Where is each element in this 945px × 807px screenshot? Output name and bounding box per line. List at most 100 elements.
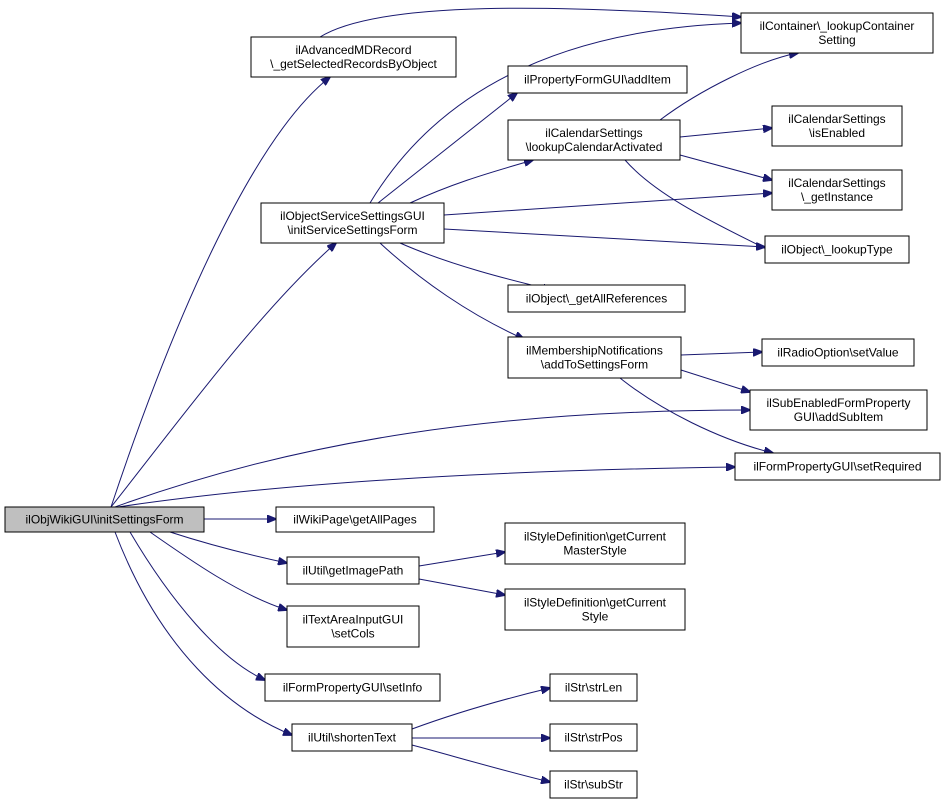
node-label: GUI\addSubItem xyxy=(794,410,883,424)
call-edge xyxy=(418,578,505,595)
node-wikipages[interactable]: ilWikiPage\getAllPages xyxy=(275,506,435,533)
call-edge xyxy=(679,154,772,180)
node-box xyxy=(291,723,413,752)
node-box xyxy=(260,202,445,244)
edge-arrow-icon xyxy=(680,352,762,355)
edge-arrow-icon xyxy=(619,377,773,453)
node-advmd[interactable]: ilAdvancedMDRecord\_getSelectedRecordsBy… xyxy=(250,36,457,78)
call-edge xyxy=(624,159,778,255)
node-box xyxy=(286,605,420,648)
node-label: ilRadioOption\setValue xyxy=(777,346,899,360)
node-label: ilStr\strPos xyxy=(564,731,622,745)
node-label: ilObjectServiceSettingsGUI xyxy=(280,209,425,223)
node-label: ilObjWikiGUI\initSettingsForm xyxy=(25,513,183,527)
call-edge xyxy=(110,77,330,508)
call-edge xyxy=(409,160,533,204)
call-edge xyxy=(114,410,750,508)
node-memb[interactable]: ilMembershipNotifications\addToSettingsF… xyxy=(507,336,682,379)
call-edge xyxy=(149,531,287,610)
node-imgpath[interactable]: ilUtil\getImagePath xyxy=(286,556,420,585)
node-setinfo[interactable]: ilFormPropertyGUI\setInfo xyxy=(264,673,441,702)
node-label: \initServiceSettingsForm xyxy=(287,223,417,237)
node-box xyxy=(771,105,903,147)
call-edge xyxy=(411,744,550,782)
node-label: ilCalendarSettings xyxy=(788,176,885,190)
node-box xyxy=(549,723,638,752)
node-label: ilSubEnabledFormProperty xyxy=(766,396,910,410)
node-box xyxy=(507,119,681,161)
node-calenabled[interactable]: ilCalendarSettings\isEnabled xyxy=(771,105,903,147)
call-edge xyxy=(369,23,741,204)
node-label: ilStr\subStr xyxy=(564,778,623,792)
node-label: \lookupCalendarActivated xyxy=(526,140,663,154)
edge-arrow-icon xyxy=(443,228,765,247)
call-edge xyxy=(411,688,550,730)
node-box xyxy=(749,389,928,431)
node-substr[interactable]: ilStr\subStr xyxy=(549,770,638,799)
node-box xyxy=(275,506,435,533)
edge-arrow-icon xyxy=(114,531,292,735)
node-box xyxy=(764,235,910,264)
call-edge xyxy=(443,193,772,216)
call-edge xyxy=(110,243,336,508)
node-lookuptype[interactable]: ilObject\_lookupType xyxy=(764,235,910,264)
edge-arrow-icon xyxy=(411,744,550,782)
node-calact[interactable]: ilCalendarSettings\lookupCalendarActivat… xyxy=(507,119,681,161)
node-box xyxy=(734,452,941,481)
edge-arrow-icon xyxy=(377,93,517,204)
edge-arrow-icon xyxy=(680,369,750,392)
node-setreq[interactable]: ilFormPropertyGUI\setRequired xyxy=(734,452,941,481)
node-objsvc[interactable]: ilObjectServiceSettingsGUI\initServiceSe… xyxy=(260,202,445,244)
node-label: Style xyxy=(582,610,609,624)
edge-arrow-icon xyxy=(624,159,778,255)
node-label: ilContainer\_lookupContainer xyxy=(760,19,915,33)
call-edge xyxy=(399,242,552,290)
call-edge xyxy=(377,93,517,204)
node-label: ilStyleDefinition\getCurrent xyxy=(524,596,667,610)
node-box xyxy=(4,506,205,533)
node-box xyxy=(264,673,441,702)
node-label: ilUtil\shortenText xyxy=(308,731,397,745)
node-label: ilStr\strLen xyxy=(565,681,622,695)
node-box xyxy=(507,65,688,94)
node-label: ilStyleDefinition\getCurrent xyxy=(524,530,667,544)
node-root[interactable]: ilObjWikiGUI\initSettingsForm xyxy=(4,506,205,533)
node-box xyxy=(286,556,420,585)
node-box xyxy=(771,169,903,211)
edge-arrow-icon xyxy=(418,552,505,567)
node-radio[interactable]: ilRadioOption\setValue xyxy=(761,338,915,367)
edge-arrow-icon xyxy=(679,154,772,180)
node-shorten[interactable]: ilUtil\shortenText xyxy=(291,723,413,752)
node-strpos[interactable]: ilStr\strPos xyxy=(549,723,638,752)
node-label: ilPropertyFormGUI\addItem xyxy=(524,73,671,87)
node-allrefs[interactable]: ilObject\_getAllReferences xyxy=(507,284,686,313)
edge-arrow-icon xyxy=(117,467,735,508)
node-label: ilCalendarSettings xyxy=(545,126,642,140)
call-edge xyxy=(659,53,798,121)
edges xyxy=(110,7,798,782)
node-label: \_getInstance xyxy=(801,190,873,204)
node-label: \isEnabled xyxy=(809,126,865,140)
node-textarea[interactable]: ilTextAreaInputGUI\setCols xyxy=(286,605,420,648)
node-propadd[interactable]: ilPropertyFormGUI\addItem xyxy=(507,65,688,94)
node-strlen[interactable]: ilStr\strLen xyxy=(549,673,638,702)
call-edge xyxy=(443,228,765,247)
node-label: ilFormPropertyGUI\setRequired xyxy=(753,460,921,474)
edge-arrow-icon xyxy=(418,578,505,595)
node-box xyxy=(740,12,934,54)
edge-arrow-icon xyxy=(114,410,750,508)
call-edge xyxy=(114,531,292,735)
node-label: ilFormPropertyGUI\setInfo xyxy=(283,681,423,695)
node-label: ilMembershipNotifications xyxy=(526,344,663,358)
edge-arrow-icon xyxy=(659,53,798,121)
node-box xyxy=(504,588,686,631)
call-edge xyxy=(117,467,735,508)
node-calinst[interactable]: ilCalendarSettings\_getInstance xyxy=(771,169,903,211)
edge-arrow-icon xyxy=(110,243,336,508)
node-label: ilTextAreaInputGUI xyxy=(303,613,404,627)
